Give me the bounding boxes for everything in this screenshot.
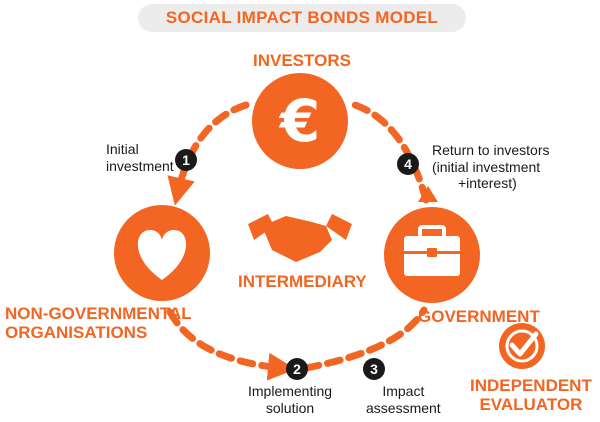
step-3-caption: Impact assessment bbox=[366, 383, 441, 416]
step-4-caption: Return to investors (initial investment … bbox=[432, 142, 550, 192]
step-number-2: 2 bbox=[293, 361, 301, 377]
government-node bbox=[384, 207, 480, 303]
step-1-line2: investment bbox=[106, 157, 174, 174]
step-badge-4: 4 bbox=[397, 153, 419, 175]
diagram-title: SOCIAL IMPACT BONDS MODEL bbox=[165, 8, 439, 27]
ngo-label-line1: NON-GOVERNMENTAL bbox=[5, 304, 192, 323]
briefcase-icon bbox=[404, 225, 460, 276]
step-1-line1: Initial bbox=[106, 141, 139, 157]
evaluator-label-line2: EVALUATOR bbox=[479, 395, 583, 415]
step-number-4: 4 bbox=[404, 156, 412, 172]
arrow-head-step4 bbox=[418, 186, 438, 202]
step-2-line2: solution bbox=[265, 399, 315, 416]
evaluator-label-line1: INDEPENDENT bbox=[470, 376, 592, 395]
ngo-node bbox=[114, 205, 210, 301]
step-badge-2: 2 bbox=[286, 358, 308, 380]
step-2-line1: Implementing bbox=[248, 383, 333, 399]
step-1-caption: Initial investment bbox=[106, 141, 174, 174]
step-2-caption: Implementing solution bbox=[248, 383, 332, 416]
step-4-line1: Return to investors bbox=[432, 142, 550, 158]
investors-label: INVESTORS bbox=[253, 51, 351, 70]
step-3-line1: Impact bbox=[382, 383, 425, 399]
step-number-1: 1 bbox=[182, 152, 190, 168]
arrow-ngo-to-step2 bbox=[166, 308, 296, 381]
step-4-line2: (initial investment bbox=[432, 158, 541, 175]
step-4-line3: +interest) bbox=[458, 175, 517, 192]
investors-node: € bbox=[252, 73, 348, 169]
heart-icon bbox=[137, 230, 187, 280]
step-3-line2: assessment bbox=[366, 399, 441, 416]
checkmark-icon bbox=[499, 323, 545, 369]
step-badge-3: 3 bbox=[363, 358, 385, 380]
step-badge-1: 1 bbox=[175, 149, 197, 171]
title-banner: SOCIAL IMPACT BONDS MODEL bbox=[138, 4, 466, 32]
ngo-label-line2: ORGANISATIONS bbox=[5, 323, 148, 343]
evaluator-label: INDEPENDENT EVALUATOR bbox=[470, 376, 592, 414]
step-number-3: 3 bbox=[370, 361, 378, 377]
euro-icon: € bbox=[278, 87, 320, 155]
intermediary-label: INTERMEDIARY bbox=[238, 272, 367, 291]
government-label: GOVERNMENT bbox=[418, 307, 540, 326]
ngo-label: NON-GOVERNMENTAL ORGANISATIONS bbox=[5, 304, 192, 342]
handshake-icon bbox=[248, 214, 352, 262]
arrow-investors-to-ngo bbox=[167, 101, 250, 206]
arrow-step2-to-government bbox=[302, 306, 428, 372]
arrow-government-to-investors bbox=[348, 100, 430, 204]
